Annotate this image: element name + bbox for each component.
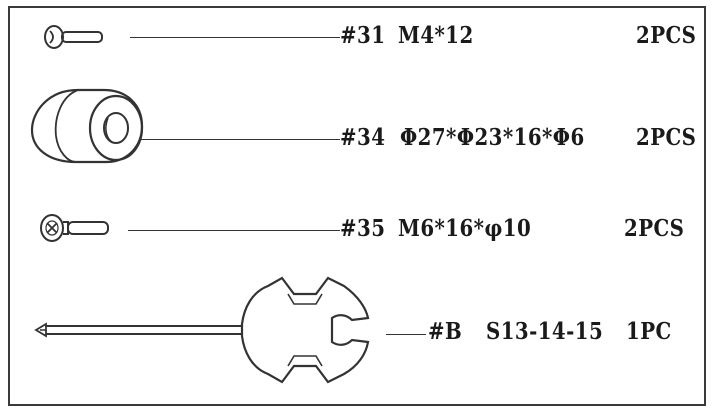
part-code: #35	[340, 215, 386, 242]
spacer-icon	[30, 88, 144, 164]
part-code: #31	[340, 22, 386, 49]
part-qty: 2PCS	[624, 215, 685, 242]
part-code: #34	[340, 124, 386, 151]
leader-line	[140, 139, 340, 140]
wrench-screwdriver-icon	[34, 276, 370, 384]
leader-line	[130, 37, 340, 38]
part-code: #B	[428, 318, 463, 345]
part-spec: Φ27*Φ23*16*Φ6	[400, 124, 585, 151]
phillips-screw-icon	[40, 214, 109, 242]
parts-list-frame	[8, 6, 706, 406]
part-qty: 2PCS	[636, 124, 697, 151]
part-spec: M6*16*φ10	[398, 215, 532, 242]
small-screw-icon	[44, 25, 103, 49]
leader-line	[128, 230, 340, 231]
part-spec: S13-14-15	[486, 318, 604, 345]
part-spec: M4*12	[398, 22, 474, 49]
part-qty: 1PC	[626, 318, 672, 345]
part-qty: 2PCS	[636, 22, 697, 49]
leader-line	[386, 334, 426, 335]
